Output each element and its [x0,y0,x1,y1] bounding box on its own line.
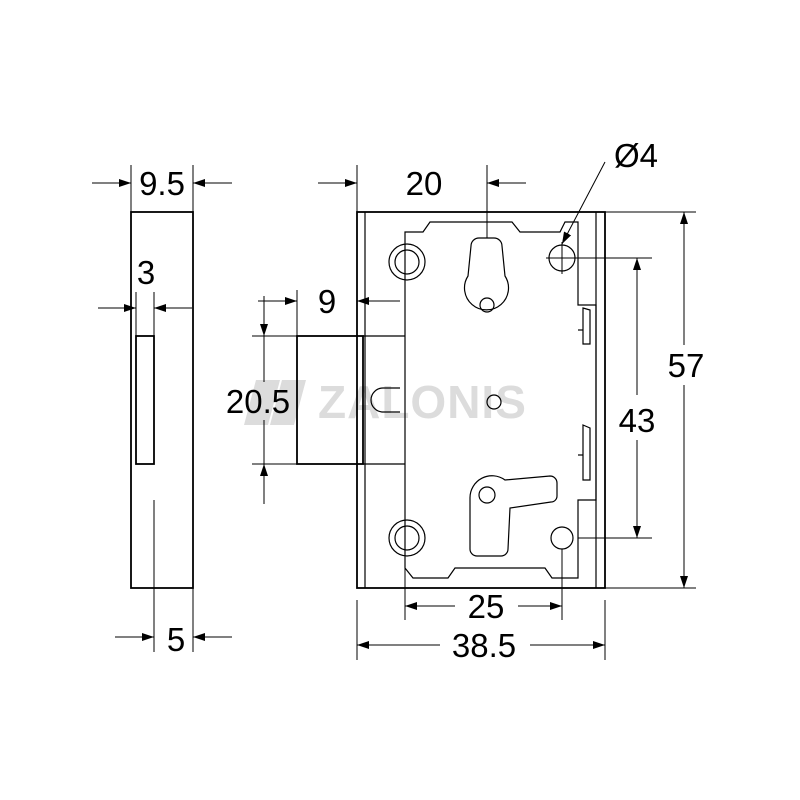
dim-body-height: 57 [605,211,705,589]
dim-hole-spacing-vertical: 43 [578,257,656,539]
keyhole-bottom [469,475,558,557]
side-view-plate [130,211,194,589]
dim-hole-spacing-horizontal: 25 [404,549,563,625]
dim-label-keyhole-offset: 20 [406,165,443,202]
screw-hole-top-left [388,243,426,281]
notch-bottom [582,424,591,481]
dim-side-width: 9.5 [92,165,232,202]
dim-label-body-height: 57 [668,347,705,384]
watermark-text: ZALONIS [318,376,527,428]
dim-label-body-width: 38.5 [452,627,516,664]
dim-body-width: 38.5 [356,600,606,664]
side-view-slot [135,335,155,465]
screw-hole-bottom-left [388,519,426,557]
dim-bolt-projection: 9 [258,212,400,336]
center-pin [486,394,502,410]
dim-slot-width: 3 [98,254,192,312]
dim-label-side-width: 9.5 [139,165,185,202]
screw-hole-bottom-right [550,526,574,550]
dim-label-hole-diameter: Ø4 [614,137,658,174]
bolt-slot [370,387,400,413]
dim-slot-offset: 5 [115,621,232,658]
watermark: ZALONIS [244,376,527,428]
keyhole-top [463,237,510,313]
notch-top [582,307,591,345]
cover-plate [404,221,597,579]
dim-label-slot-offset: 5 [167,621,185,658]
lock-case [356,211,606,589]
dim-bolt-height: 20.5 [226,296,297,504]
dim-hole-diameter: Ø4 [546,137,658,274]
side-view [130,165,194,652]
dim-keyhole-offset: 20 [318,165,526,238]
bolt [296,335,364,465]
dim-label-bolt-height: 20.5 [226,383,290,420]
dim-label-hole-spacing-horizontal: 25 [468,588,505,625]
dim-label-bolt-projection: 9 [318,283,336,320]
dim-label-slot-width: 3 [137,254,155,291]
dim-label-hole-spacing-vertical: 43 [619,402,656,439]
